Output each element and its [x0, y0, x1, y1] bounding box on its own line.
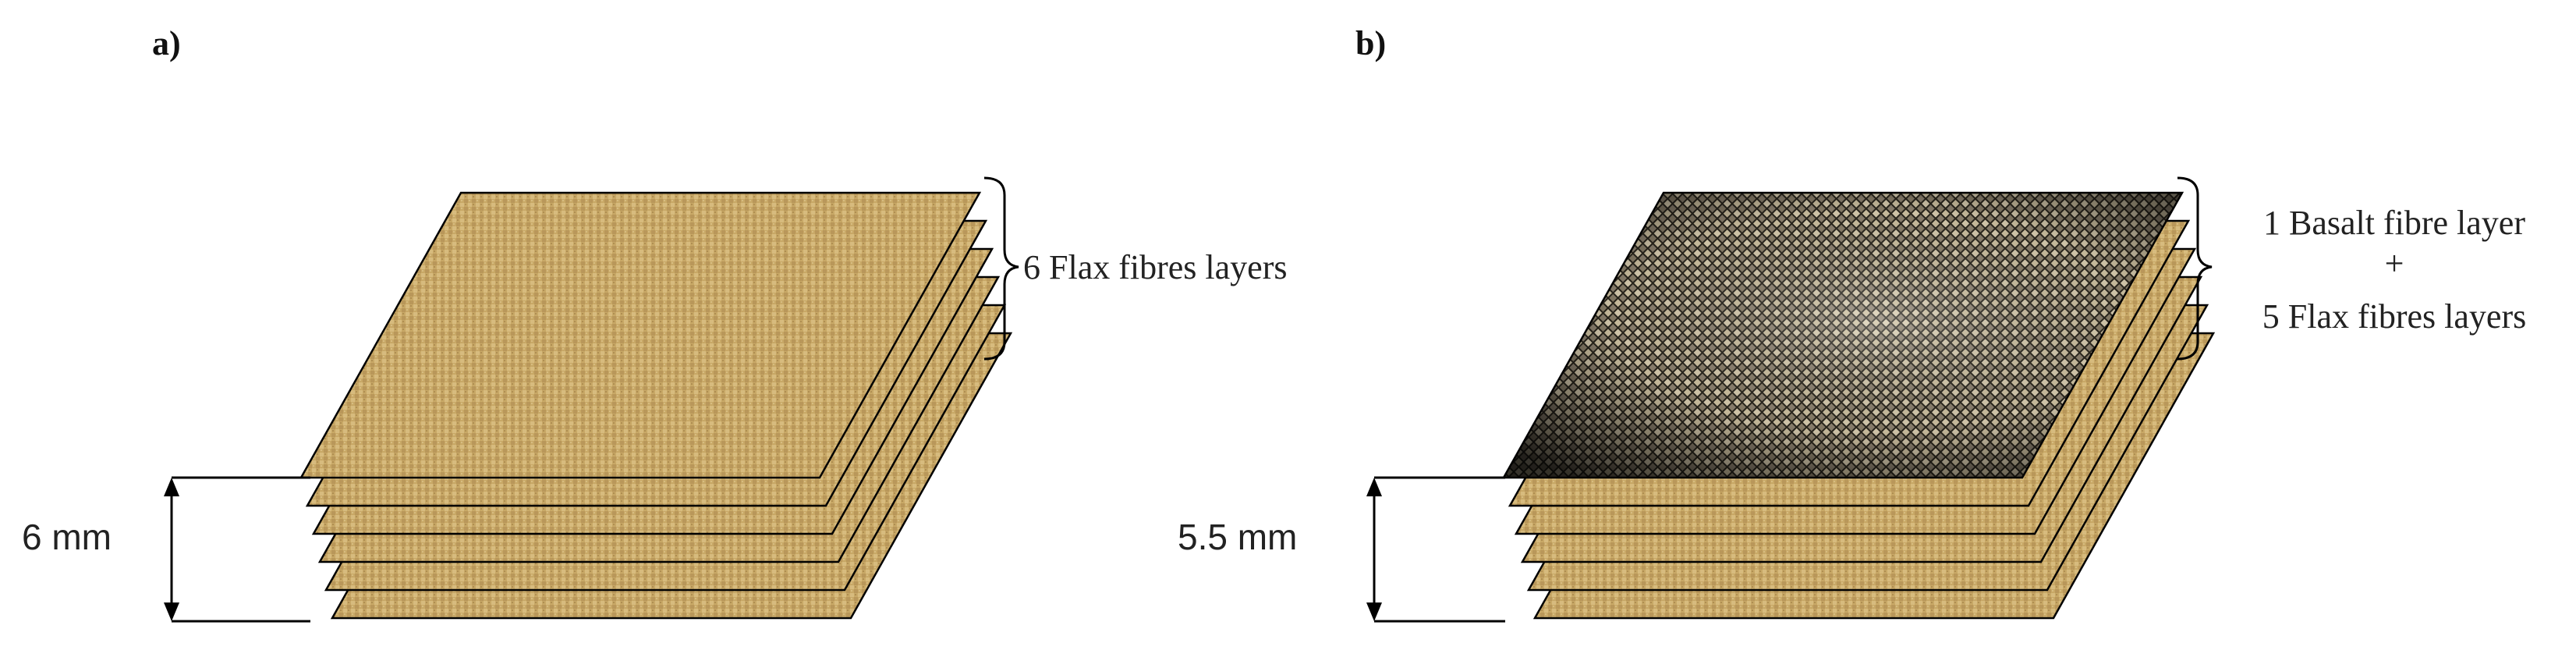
- panel-a-layers-text: 6 Flax fibres layers: [1023, 248, 1287, 286]
- panel-a-thickness-label: 6 mm: [22, 517, 112, 557]
- panel-a-thickness-dimension: [164, 476, 310, 623]
- panel-a-label: a): [152, 24, 181, 62]
- panel-b-flax-text: 5 Flax fibres layers: [2262, 297, 2526, 336]
- panel-b-brace: [2177, 176, 2213, 361]
- panel-b-thickness-dimension: [1366, 476, 1505, 623]
- panel-b-layer-stack: [1501, 191, 2216, 620]
- panel-a-layer-1-flax: [299, 191, 982, 479]
- panel-a-brace: [983, 176, 1019, 361]
- panel-b-basalt-shading: [1504, 193, 2182, 478]
- panel-b-basalt-text: 1 Basalt fibre layer: [2263, 204, 2525, 242]
- panel-b-thickness-label: 5.5 mm: [1178, 517, 1297, 557]
- panel-a-layer-stack: [299, 191, 1013, 620]
- panel-b-plus-text: +: [2385, 244, 2404, 283]
- panel-b-label: b): [1355, 24, 1386, 62]
